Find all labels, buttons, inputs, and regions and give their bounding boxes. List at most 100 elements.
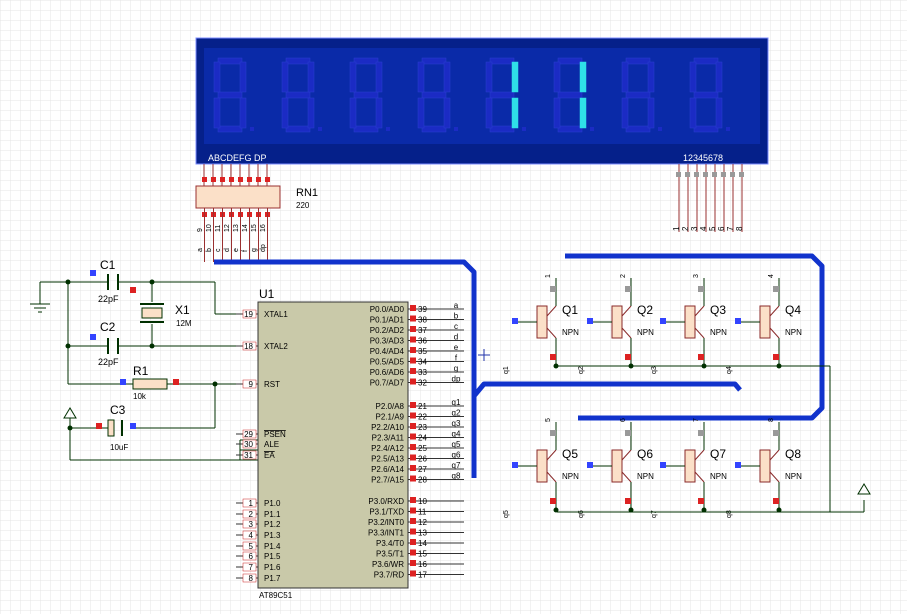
digit-pin-pad — [694, 172, 699, 177]
transistor-base-bar — [684, 305, 696, 339]
u1-pin-number: 34 — [418, 358, 427, 367]
segment-b — [307, 61, 315, 93]
transistor-emitter-pad — [625, 498, 631, 504]
rn1-pin-number: 11 — [215, 225, 222, 232]
u1-pin-pad — [410, 528, 416, 535]
transistor-emitter — [769, 471, 780, 483]
u1-pin-number: 13 — [418, 529, 427, 538]
transistor-ref: Q2 — [637, 303, 653, 317]
u1-pin-number: 3 — [249, 520, 254, 529]
ground-symbol-left — [30, 303, 50, 313]
u1-net-label: f — [455, 354, 458, 363]
digit-5 — [485, 57, 526, 133]
transistor-ref: Q4 — [785, 303, 801, 317]
u1-pin-number: 23 — [418, 423, 427, 432]
u1-pin-pad — [410, 454, 416, 461]
u1-pin-name: ALE — [264, 440, 279, 449]
transistor-digit-label: 6 — [620, 418, 627, 422]
c1-ref: C1 — [100, 258, 116, 272]
u1-pin-name: P0.1/AD1 — [370, 316, 405, 325]
digit-pin-pad — [739, 172, 744, 177]
rn1-pin-number: 15 — [251, 224, 258, 232]
segment-g — [217, 91, 243, 99]
u1-pin-name: P1.7 — [264, 574, 281, 583]
c2-ref: C2 — [100, 320, 116, 334]
rn1-net-label: g — [251, 248, 258, 252]
transistor-base-pad — [735, 318, 741, 324]
capacitor-c2[interactable]: C2 22pF — [90, 320, 119, 367]
u1-pin-number: 9 — [249, 380, 254, 389]
rn1-pin-number: 9 — [197, 228, 204, 232]
segment-b — [715, 61, 723, 93]
rn1-pin-number: 10 — [206, 224, 213, 232]
u1-pin-name: P2.4/A12 — [371, 444, 404, 453]
u1-pin-number: 25 — [418, 444, 427, 453]
transistor-array[interactable]: Q1NPN1q1Q2NPN2q2Q3NPN3q3Q4NPN4q4Q5NPN5q5… — [503, 274, 802, 518]
u1-pin-name: P0.7/AD7 — [370, 379, 405, 388]
transistor-emitter-pad — [773, 498, 779, 504]
transistor-emitter — [546, 327, 557, 339]
segment-e — [281, 97, 289, 129]
segment-c — [579, 97, 587, 129]
transistor-base-bar — [759, 449, 771, 483]
transistor-digit-label: 8 — [768, 418, 775, 422]
capacitor-c3[interactable]: C3 10uF — [96, 403, 136, 452]
digit-bus — [565, 253, 825, 421]
capacitor-c1[interactable]: C1 22pF — [90, 258, 136, 304]
transistor-emitter — [621, 327, 632, 339]
segment-b — [375, 61, 383, 93]
transistor-ref: Q1 — [562, 303, 578, 317]
segment-dp — [250, 127, 254, 131]
u1-pin-number: 36 — [418, 337, 427, 346]
u1-pin-name: XTAL1 — [264, 310, 288, 319]
x1-value: 12M — [176, 319, 192, 328]
segment-e — [689, 97, 697, 129]
transistor-emitter-pad — [625, 354, 631, 360]
u1-pin-number: 5 — [249, 542, 254, 551]
segment-g — [285, 91, 311, 99]
u1-pin-number: 10 — [418, 497, 427, 506]
seven-segment-display[interactable]: ABCDEFG DP 12345678 — [195, 37, 769, 165]
u1-pin-pad — [410, 305, 416, 311]
u1-net-label: q5 — [452, 440, 461, 449]
junction-dot — [553, 507, 559, 513]
transistor-base-bar — [611, 305, 623, 339]
u1-pin-pad — [410, 347, 416, 353]
u1-pin-box — [242, 562, 257, 572]
c3-ref: C3 — [110, 403, 126, 417]
segment-d — [217, 125, 243, 133]
u1-pin-number: 8 — [249, 574, 254, 583]
segment-d — [557, 125, 583, 133]
display-digits — [213, 57, 730, 133]
u1-pin-pad — [410, 507, 416, 514]
resistor-r1[interactable]: R1 10k — [120, 364, 179, 401]
u1-pin-pad — [410, 326, 416, 332]
transistor-emitter — [694, 327, 705, 339]
transistor-emitter-pad — [550, 498, 556, 504]
u1-pin-pad — [410, 378, 416, 385]
rn1-net-label: a — [197, 248, 204, 252]
crystal-x1[interactable]: X1 12M — [140, 303, 192, 328]
digit-3 — [349, 57, 390, 133]
segment-a — [693, 57, 719, 65]
u1-pin-name: P0.6/AD6 — [370, 368, 405, 377]
digit-lead-label: 6 — [717, 226, 726, 231]
u1-pin-name: P1.2 — [264, 520, 281, 529]
transistor-collector-pad — [550, 286, 556, 292]
u1-pin-box — [242, 509, 257, 519]
u1-pin-name: P1.5 — [264, 552, 281, 561]
junction-dots-left — [65, 279, 218, 431]
u1-net-label: e — [454, 343, 459, 352]
